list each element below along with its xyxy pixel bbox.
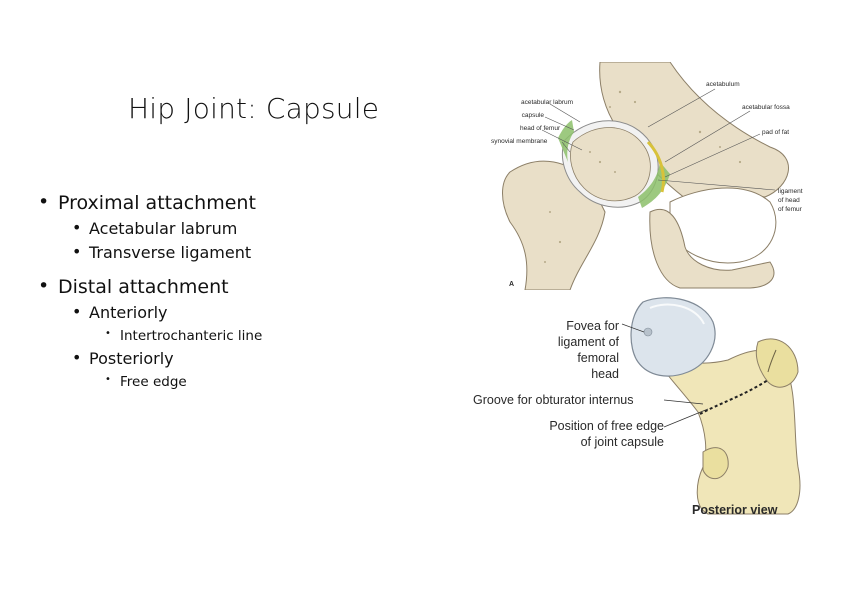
label-fovea-line-4: head xyxy=(591,367,619,381)
bullet-posteriorly: Posteriorly xyxy=(34,348,454,368)
bullet-list: Proximal attachment Acetabular labrum Tr… xyxy=(34,186,454,390)
bullet-intertrochanteric-line: Intertrochanteric line xyxy=(34,328,454,344)
label-position-line-1: Position of free edge xyxy=(549,419,664,433)
bullet-transverse-ligament: Transverse ligament xyxy=(34,242,454,262)
label-position-line-2: of joint capsule xyxy=(581,435,664,449)
bullet-acetabular-labrum: Acetabular labrum xyxy=(34,218,454,238)
label-ligament-line-3: of femur xyxy=(778,206,803,213)
label-acetabulum: acetabulum xyxy=(706,81,740,88)
bullet-distal-attachment: Distal attachment xyxy=(34,275,454,298)
bullet-proximal-attachment: Proximal attachment xyxy=(34,191,454,214)
label-groove: Groove for obturator internus xyxy=(473,393,634,407)
hip-joint-section-figure: acetabulum acetabular labrum capsule hea… xyxy=(470,62,832,290)
label-acetabular-labrum: acetabular labrum xyxy=(521,99,573,106)
label-ligament-line-2: of head xyxy=(778,197,800,204)
panel-letter: A xyxy=(509,281,514,288)
label-posterior-view: Posterior view xyxy=(692,503,778,517)
label-pad-of-fat: pad of fat xyxy=(762,129,789,136)
slide-title: Hip Joint: Capsule xyxy=(128,92,380,125)
bullet-free-edge: Free edge xyxy=(34,374,454,390)
label-ligament-line-1: ligament xyxy=(778,188,803,195)
label-head-of-femur: head of femur xyxy=(520,125,561,132)
label-fovea-line-1: Fovea for xyxy=(566,319,619,333)
bullet-anteriorly: Anteriorly xyxy=(34,302,454,322)
femur-posterior-view-figure: Fovea for ligament of femoral head Groov… xyxy=(468,292,832,524)
label-capsule: capsule xyxy=(522,112,545,119)
label-synovial-membrane: synovial membrane xyxy=(491,138,548,145)
label-fovea-line-2: ligament of xyxy=(558,335,620,349)
label-acetabular-fossa: acetabular fossa xyxy=(742,104,790,111)
label-fovea-line-3: femoral xyxy=(577,351,619,365)
